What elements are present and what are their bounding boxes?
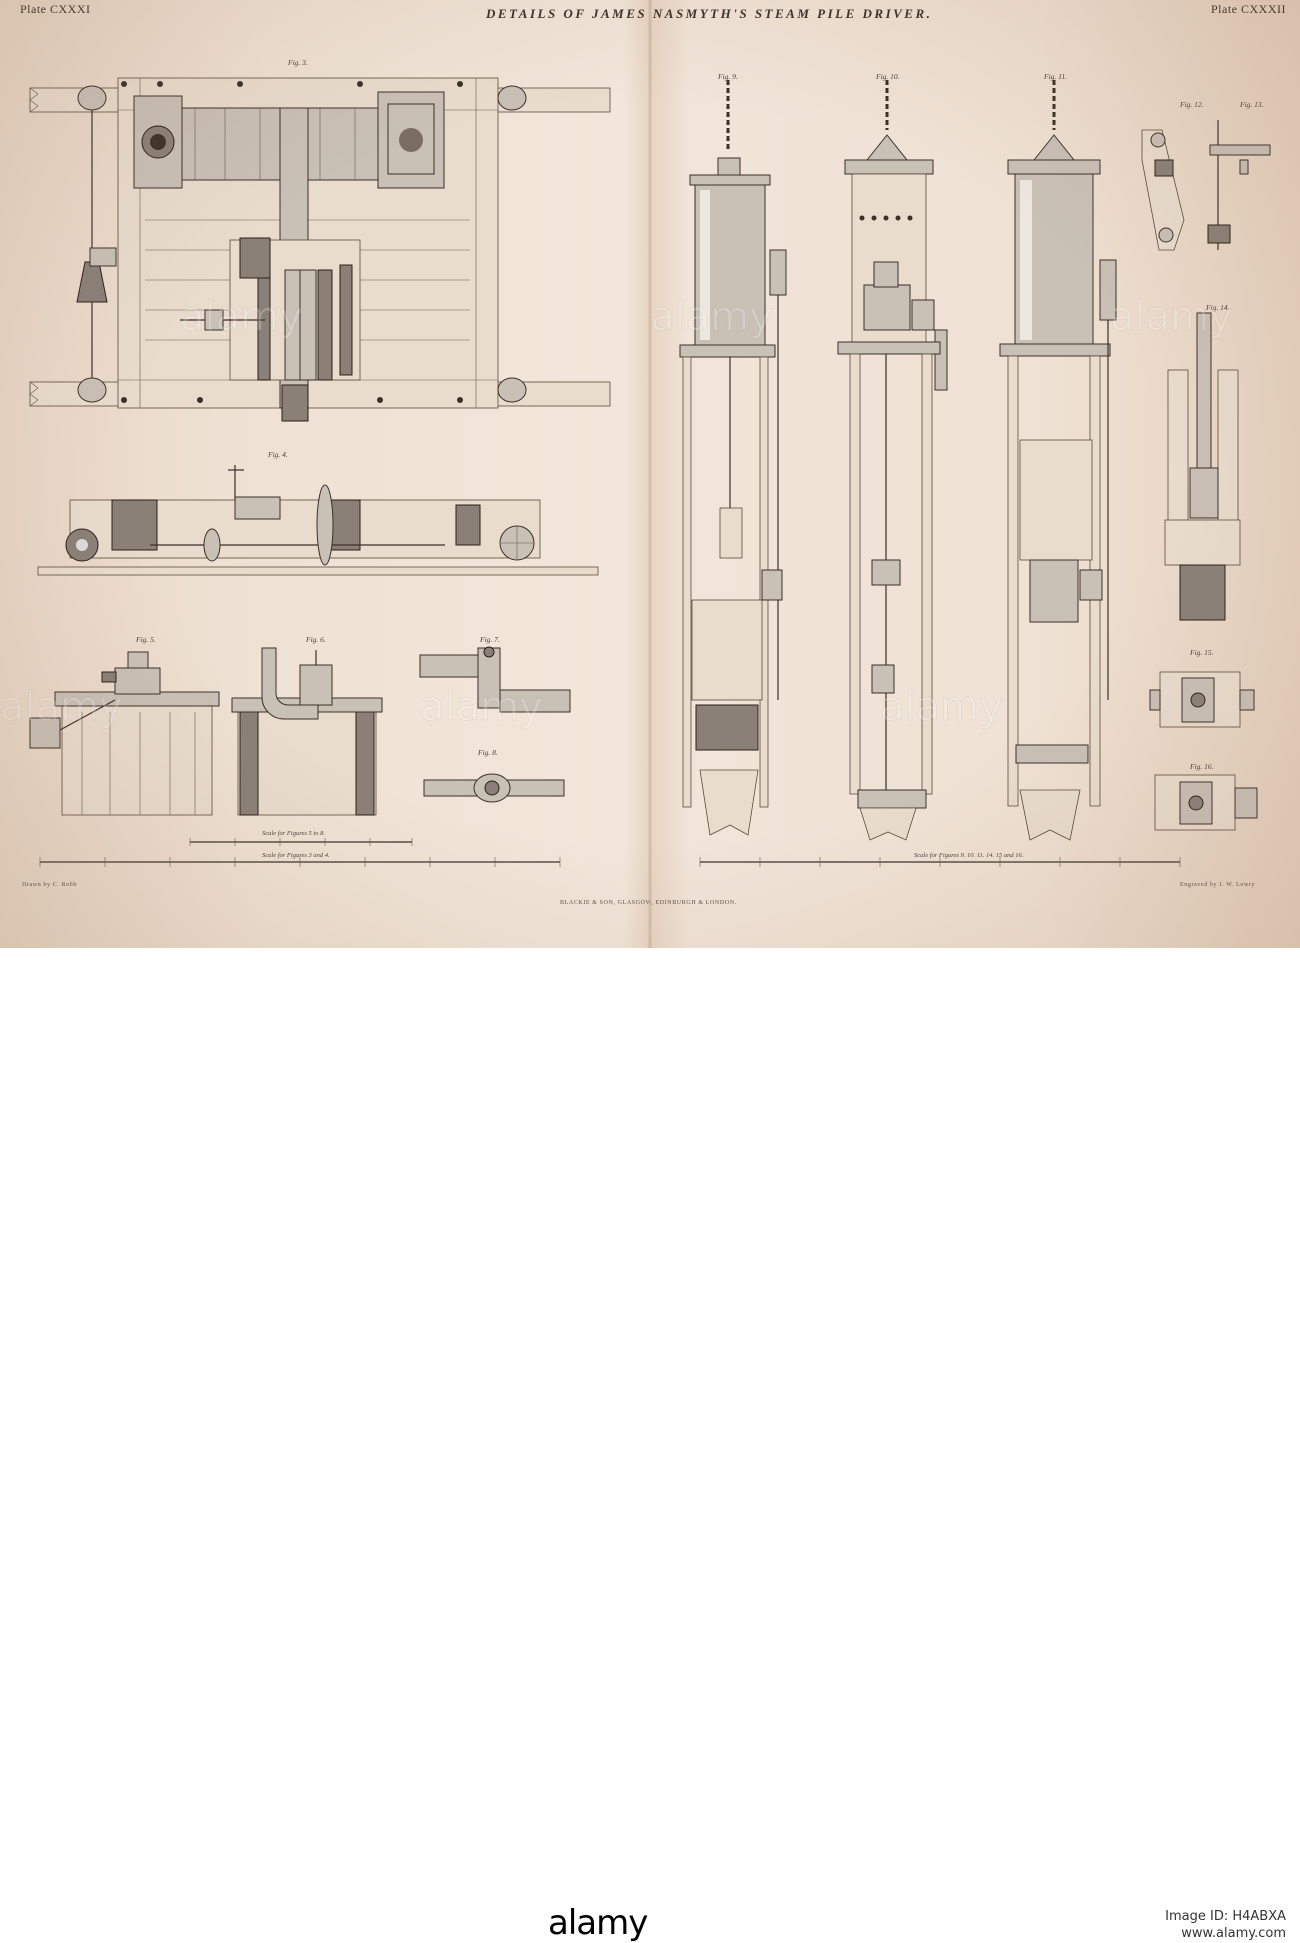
fig-13-label: Fig. 13.	[1240, 100, 1264, 109]
fig-14-label: Fig. 14.	[1206, 303, 1230, 312]
fig-16-label: Fig. 16.	[1190, 762, 1214, 771]
engraver-credit: Engraved by J. W. Lowry	[1180, 882, 1256, 888]
scale-caption-5-8: Scale for Figures 5 to 8.	[262, 830, 325, 837]
engraving-drawings	[29, 0, 1271, 948]
fig-7-view	[419, 646, 571, 713]
fig-4-elevation-view	[37, 465, 599, 576]
fig-11-section	[999, 80, 1117, 841]
fig-12-label: Fig. 12.	[1180, 100, 1204, 109]
fig-3-label: Fig. 3.	[288, 58, 308, 67]
fig-6-view	[231, 647, 383, 816]
fig-8-view	[423, 773, 565, 803]
fig-14-view	[1164, 312, 1241, 621]
fig-7-label: Fig. 7.	[480, 635, 500, 644]
fig-16-view	[1154, 774, 1258, 831]
fig-4-label: Fig. 4.	[268, 450, 288, 459]
fig-3-plan-view	[29, 77, 611, 422]
fig-15-view	[1149, 671, 1255, 728]
fig-5-view	[29, 651, 220, 816]
fig-8-label: Fig. 8.	[478, 748, 498, 757]
fig-5-label: Fig. 5.	[136, 635, 156, 644]
engraving-plate: Plate CXXXI Plate CXXXII DETAILS OF JAME…	[0, 0, 1300, 948]
scale-caption-9-16: Scale for Figures 9. 10. 11. 14. 15 and …	[914, 852, 1024, 859]
publisher-credit: BLACKIE & SON, GLASGOW, EDINBURGH & LOND…	[560, 900, 737, 906]
fig-12-view	[1141, 129, 1185, 251]
fig-15-label: Fig. 15.	[1190, 648, 1214, 657]
plate-number-left: Plate CXXXI	[20, 2, 91, 16]
site-url-link[interactable]: www.alamy.com	[1181, 1926, 1286, 1941]
plate-title: DETAILS OF JAMES NASMYTH'S STEAM PILE DR…	[486, 6, 933, 21]
footer-info: Image ID: H4ABXA www.alamy.com	[0, 1908, 1286, 1942]
fig-6-label: Fig. 6.	[306, 635, 326, 644]
fig-9-section	[679, 80, 787, 836]
left-scale-bars	[39, 838, 561, 867]
plate-number-right: Plate CXXXII	[1211, 2, 1286, 16]
right-scale-bar	[699, 857, 1181, 867]
image-id-text: Image ID: H4ABXA	[1165, 1909, 1286, 1924]
fig-10-section	[837, 80, 948, 841]
fig-13-view	[1207, 120, 1271, 250]
scale-caption-3-4: Scale for Figures 3 and 4.	[262, 852, 330, 859]
fig-10-label: Fig. 10.	[876, 72, 900, 81]
fig-9-label: Fig. 9.	[718, 72, 738, 81]
drawn-by-credit: Drawn by C. Robb	[22, 882, 77, 888]
fig-11-label: Fig. 11.	[1044, 72, 1067, 81]
footer-bar: alamy Image ID: H4ABXA www.alamy.com	[0, 948, 1300, 1943]
